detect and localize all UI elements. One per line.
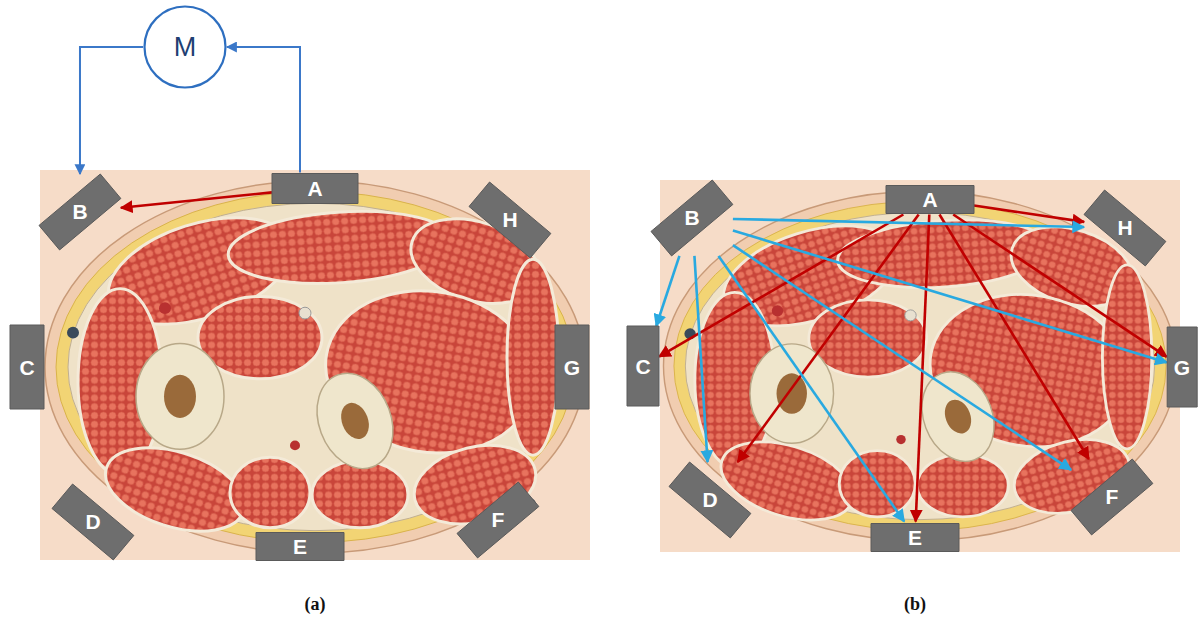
electrode-letter: C (19, 357, 34, 378)
electrode-pad: G (555, 325, 589, 409)
current-arrow (733, 245, 1071, 470)
electrode-letter: A (307, 178, 322, 199)
electrode-pad: D (669, 462, 751, 538)
electrode-pad: E (871, 522, 959, 553)
electrode-pad: B (651, 180, 733, 256)
electrode-pad: B (39, 174, 121, 250)
electrode-letter: D (702, 489, 717, 510)
electrode-pad: D (52, 484, 134, 560)
current-arrow (738, 215, 919, 463)
current-arrow (656, 256, 679, 326)
current-arrow (121, 192, 272, 207)
electrode-pad: F (1071, 459, 1153, 535)
electrode-pad: H (1084, 190, 1166, 266)
electrode-letter: B (72, 201, 87, 222)
electrode-letter: E (293, 536, 307, 557)
electrode-letter: H (1117, 217, 1132, 238)
meter-wire (80, 47, 143, 174)
electrode-pad: H (469, 182, 551, 258)
electrode-pad: A (272, 173, 358, 204)
electrode-letter: D (85, 511, 100, 532)
electrode-letter: E (908, 527, 922, 548)
electrode-pad: C (627, 326, 659, 406)
electrode-letter: G (1174, 357, 1190, 378)
electrode-letter: F (492, 509, 505, 530)
panel-label: (a) (305, 594, 326, 615)
electrode-letter: G (564, 357, 580, 378)
meter-circle: M (143, 5, 227, 89)
electrode-pad: F (457, 482, 539, 558)
meter-wire (227, 47, 300, 173)
electrode-pad: A (886, 184, 974, 215)
electrode-letter: H (502, 209, 517, 230)
current-arrow (974, 206, 1084, 222)
electrode-letter: F (1106, 486, 1119, 507)
current-arrow (939, 215, 1088, 460)
electrode-pad: C (10, 325, 44, 409)
electrode-letter: A (922, 189, 937, 210)
electrode-letter: C (635, 356, 650, 377)
electrode-pad: G (1167, 327, 1197, 407)
current-arrow (733, 230, 1167, 362)
electrode-letter: B (684, 207, 699, 228)
panel-label: (b) (904, 594, 926, 615)
current-arrow (733, 219, 1084, 227)
current-arrow (694, 256, 707, 462)
meter-label: M (174, 34, 197, 61)
electrode-pad: E (256, 531, 344, 562)
current-arrow (719, 256, 905, 522)
